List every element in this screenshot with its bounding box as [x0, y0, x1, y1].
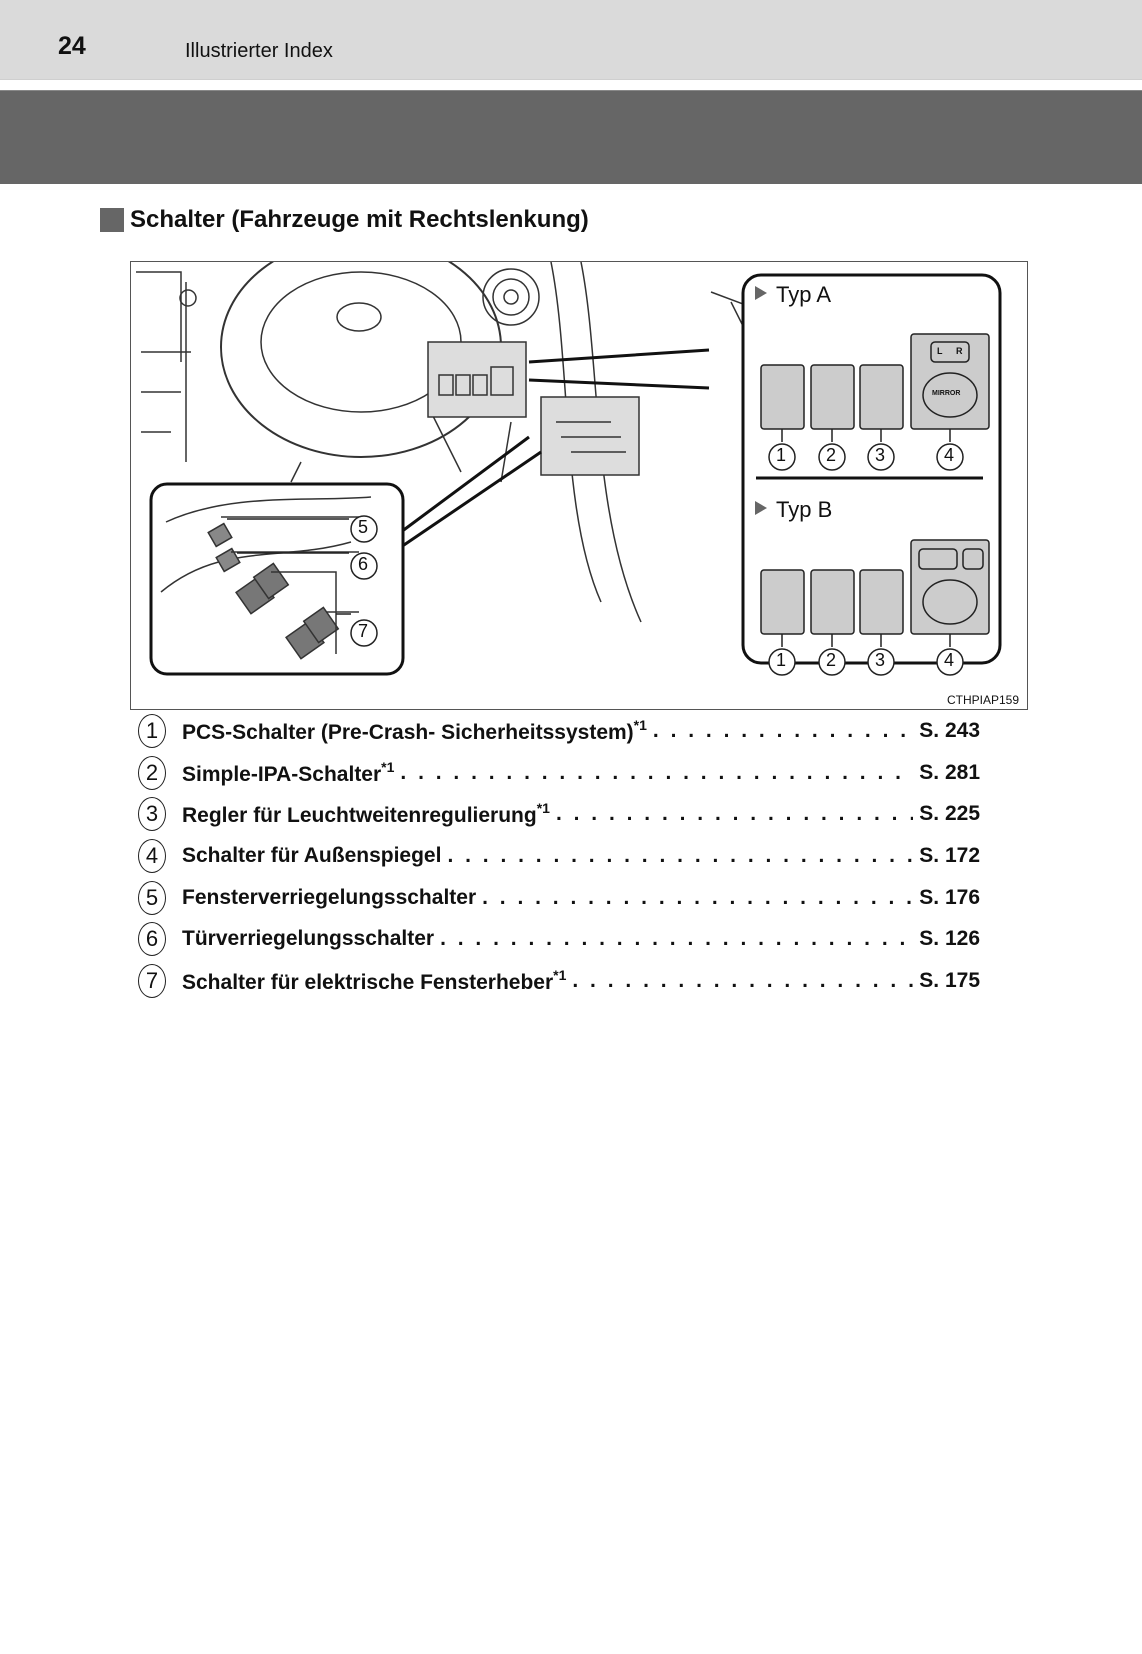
item-number: 4	[138, 838, 166, 873]
page-ref-link[interactable]: S. 225	[919, 802, 980, 826]
dashboard-drawing	[136, 262, 1002, 676]
item-label: Simple-IPA-Schalter*1	[182, 758, 395, 786]
callout-2b: 2	[826, 650, 837, 670]
leader-dots	[653, 719, 913, 743]
item-number: 2	[138, 755, 166, 790]
item-label: Schalter für Außenspiegel	[182, 843, 442, 867]
figure-code: CTHPIAP159	[946, 693, 1019, 707]
list-item: 1 PCS-Schalter (Pre-Crash- Sicherheitssys…	[138, 710, 980, 752]
leader-dots	[572, 969, 913, 993]
page-ref-link[interactable]: S. 175	[919, 968, 980, 992]
callout-1: 1	[776, 445, 787, 465]
item-label: PCS-Schalter (Pre-Crash- Sicherheitssyst…	[182, 716, 647, 744]
callout-6: 6	[358, 554, 369, 574]
page-ref-link[interactable]: S. 176	[919, 885, 980, 909]
callout-2: 2	[826, 445, 837, 465]
list-item: 3 Regler für Leuchtweitenregulierung*1 S. …	[138, 793, 980, 835]
list-item: 7 Schalter für elektrische Fensterheber*1…	[138, 960, 980, 1002]
item-number: 7	[138, 963, 166, 998]
callout-3b: 3	[875, 650, 886, 670]
list-item: 4 Schalter für Außenspiegel S. 172	[138, 835, 980, 877]
page-ref-link[interactable]: S. 172	[919, 843, 980, 867]
mirror-label: MIRROR	[932, 390, 961, 397]
callout-5: 5	[358, 517, 369, 537]
lr-left-label: L	[937, 346, 943, 356]
header-title: Illustrierter Index	[185, 40, 333, 62]
chapter-band	[0, 90, 1142, 184]
list-item: 5 Fensterverriegelungsschalter S. 176	[138, 877, 980, 919]
page-header: 24 Illustrierter Index	[0, 0, 1142, 80]
item-number: 5	[138, 880, 166, 915]
page-ref-link[interactable]: S. 281	[919, 760, 980, 784]
page-ref-link[interactable]: S. 243	[919, 718, 980, 742]
item-label: Türverriegelungsschalter	[182, 927, 435, 951]
leader-dots	[400, 761, 913, 785]
switch-index-list: 1 PCS-Schalter (Pre-Crash- Sicherheitssys…	[138, 710, 980, 1002]
list-item: 6 Türverriegelungsschalter S. 126	[138, 918, 980, 960]
section-square-icon	[100, 208, 124, 232]
item-label: Schalter für elektrische Fensterheber*1	[182, 966, 567, 994]
item-number: 6	[138, 922, 166, 957]
leader-dots	[556, 802, 913, 826]
leader-dots	[482, 886, 913, 910]
callout-3: 3	[875, 445, 886, 465]
item-label: Fensterverriegelungsschalter	[182, 885, 477, 909]
leader-dots	[440, 927, 913, 951]
section-heading: Schalter (Fahrzeuge mit Rechtslenkung)	[100, 206, 589, 234]
illustration: Typ A Typ B MIRROR L R 1 2 3 4 1 2 3 4 5…	[130, 261, 1028, 710]
item-label: Regler für Leuchtweitenregulierung*1	[182, 800, 550, 828]
item-number: 1	[138, 713, 166, 748]
item-number: 3	[138, 797, 166, 832]
callout-7: 7	[358, 621, 369, 641]
leader-dots	[447, 844, 913, 868]
section-title: Schalter (Fahrzeuge mit Rechtslenkung)	[130, 206, 589, 233]
callout-4: 4	[944, 445, 955, 465]
page-number: 24	[58, 32, 86, 60]
callout-4b: 4	[944, 650, 955, 670]
page-ref-link[interactable]: S. 126	[919, 927, 980, 951]
callout-1b: 1	[776, 650, 787, 670]
type-a-label: Typ A	[776, 282, 832, 307]
lr-right-label: R	[956, 346, 963, 356]
type-b-label: Typ B	[776, 497, 833, 522]
list-item: 2 Simple-IPA-Schalter*1 S. 281	[138, 752, 980, 794]
